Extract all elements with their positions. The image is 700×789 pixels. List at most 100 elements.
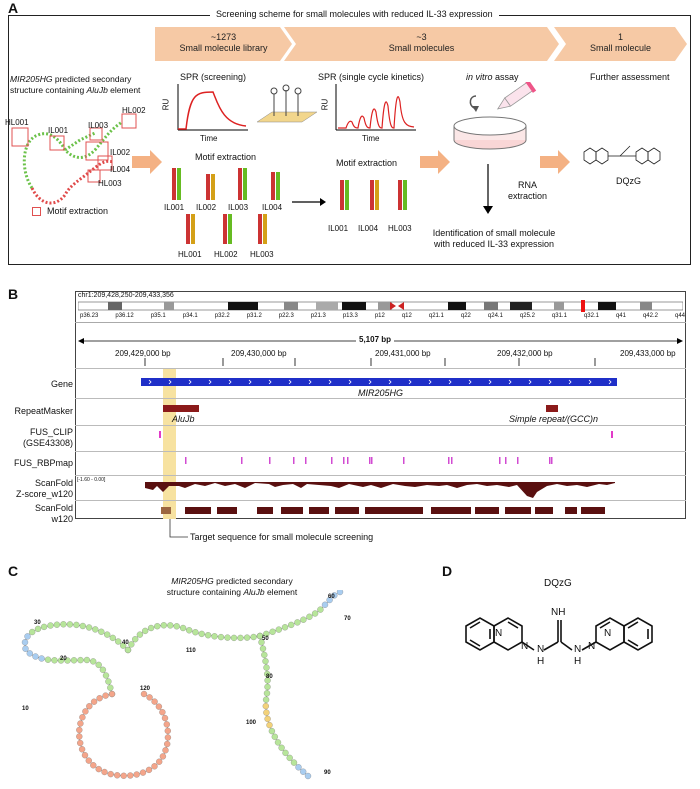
selected-il004: IL004 bbox=[358, 224, 379, 233]
nucleotide bbox=[278, 744, 285, 751]
target-pointer bbox=[169, 519, 188, 538]
igv-frame bbox=[75, 291, 686, 519]
atom-n-ring1: N bbox=[495, 628, 503, 639]
legend-swatch bbox=[32, 207, 41, 216]
nucleotide bbox=[105, 678, 112, 685]
divider bbox=[75, 500, 686, 501]
spr-screening-xlabel: Time bbox=[200, 134, 218, 143]
nucleotide bbox=[256, 632, 264, 640]
nucleotide bbox=[40, 623, 48, 631]
nucleotide bbox=[258, 639, 265, 646]
nucleotide bbox=[336, 590, 344, 596]
nucleotide bbox=[127, 772, 134, 779]
row1-il002: IL002 bbox=[196, 203, 217, 212]
band: q44 bbox=[674, 313, 685, 319]
nucleotide bbox=[295, 764, 302, 771]
spr-kinetics-ylabel: RU bbox=[320, 98, 330, 111]
nucleotide bbox=[326, 596, 333, 604]
fus-rbpmap-track bbox=[185, 457, 553, 464]
divider bbox=[75, 322, 686, 323]
nucleotide bbox=[81, 752, 89, 759]
track-fus-clip-line2: (GSE43308) bbox=[22, 438, 73, 448]
nucleotide bbox=[98, 628, 105, 635]
atom-h2: H bbox=[574, 656, 582, 667]
rna-extraction-line2: extraction bbox=[508, 191, 548, 201]
nucleotide bbox=[317, 606, 324, 613]
nucleotide bbox=[162, 747, 169, 754]
nucleotide bbox=[159, 709, 166, 716]
nucleotide bbox=[34, 625, 42, 633]
nucleotide bbox=[281, 624, 289, 631]
divider bbox=[75, 368, 686, 369]
rna-extraction-arrow bbox=[483, 164, 493, 214]
spr-screening-plot bbox=[177, 84, 248, 131]
nucleotide bbox=[300, 768, 307, 775]
nucleotide bbox=[109, 634, 116, 642]
nucleotide bbox=[107, 684, 114, 691]
stage-small-molecules-count: ~3 bbox=[416, 32, 427, 42]
band: p21.3 bbox=[310, 313, 326, 319]
nucleotide bbox=[192, 629, 199, 636]
nucleotide bbox=[262, 702, 269, 710]
selected-hl003: HL003 bbox=[388, 224, 412, 233]
simple-repeat-label: Simple repeat/(GCC)n bbox=[509, 414, 599, 424]
track-repeatmasker: RepeatMasker bbox=[14, 406, 73, 416]
nucleotide bbox=[77, 739, 84, 747]
nucleotide bbox=[120, 642, 127, 649]
divider bbox=[75, 425, 686, 426]
stage-final-count: 1 bbox=[617, 32, 623, 42]
band: p31.2 bbox=[246, 313, 262, 319]
motif-box-il002 bbox=[85, 141, 109, 161]
tick-2: 209,430,000 bp bbox=[231, 349, 287, 358]
nucleotide bbox=[186, 627, 193, 634]
band: p22.3 bbox=[278, 313, 294, 319]
nucleotide bbox=[204, 632, 212, 639]
stage-final-name: Small molecule bbox=[589, 43, 652, 53]
rna-extraction-line1: RNA bbox=[518, 180, 538, 190]
motif-il003: IL003 bbox=[88, 121, 109, 130]
tick-3: 209,431,000 bp bbox=[375, 349, 431, 358]
nucleotide bbox=[263, 690, 271, 697]
nucleotide bbox=[230, 634, 238, 642]
nucleotide bbox=[70, 657, 78, 664]
nucleotide bbox=[53, 621, 61, 628]
nucleotide bbox=[139, 769, 147, 776]
panel-a-rna-structure bbox=[11, 113, 137, 205]
selected-il001: IL001 bbox=[328, 224, 349, 233]
legend-label: Motif extraction bbox=[47, 206, 109, 216]
panel-b-label: B bbox=[8, 286, 19, 302]
scanfold-zscore-track bbox=[145, 482, 615, 498]
nucleotide bbox=[331, 592, 338, 599]
panel-c-caption: MIR205HG predicted secondary structure c… bbox=[152, 576, 312, 598]
dqzg-mini-structure bbox=[583, 145, 661, 165]
motif-hl003: HL003 bbox=[98, 179, 122, 188]
nucleotide bbox=[140, 690, 148, 698]
stage-library: ~1273 Small molecule library bbox=[155, 27, 292, 61]
arrow-1 bbox=[132, 150, 162, 174]
panel-a-title: Screening scheme for small molecules wit… bbox=[210, 9, 499, 19]
panel-a-structure-caption: MIR205HG predicted secondary structure c… bbox=[10, 74, 160, 96]
tick-4: 209,432,000 bp bbox=[497, 349, 553, 358]
gene-name: MIR205HG bbox=[358, 388, 404, 398]
nucleotide bbox=[107, 770, 114, 778]
panel-a-label: A bbox=[8, 0, 19, 16]
motif-box-il004 bbox=[97, 155, 113, 171]
nucleotide bbox=[264, 670, 271, 678]
nucleotide bbox=[173, 623, 180, 630]
nucleotide bbox=[154, 623, 161, 630]
nucleotide bbox=[282, 749, 289, 757]
nucleotide bbox=[133, 771, 140, 778]
nucleotide bbox=[76, 726, 83, 734]
pos-70: 70 bbox=[344, 616, 351, 622]
nucleotide bbox=[136, 631, 144, 638]
panel-c-caption-line2c: element bbox=[264, 587, 298, 597]
nucleotide bbox=[179, 624, 187, 632]
nucleotide bbox=[261, 651, 268, 659]
motif-box-il001 bbox=[49, 135, 65, 151]
nucleotide bbox=[60, 621, 67, 628]
nucleotide bbox=[290, 759, 298, 766]
further-label: Further assessment bbox=[590, 72, 670, 82]
nucleotide bbox=[163, 721, 170, 728]
